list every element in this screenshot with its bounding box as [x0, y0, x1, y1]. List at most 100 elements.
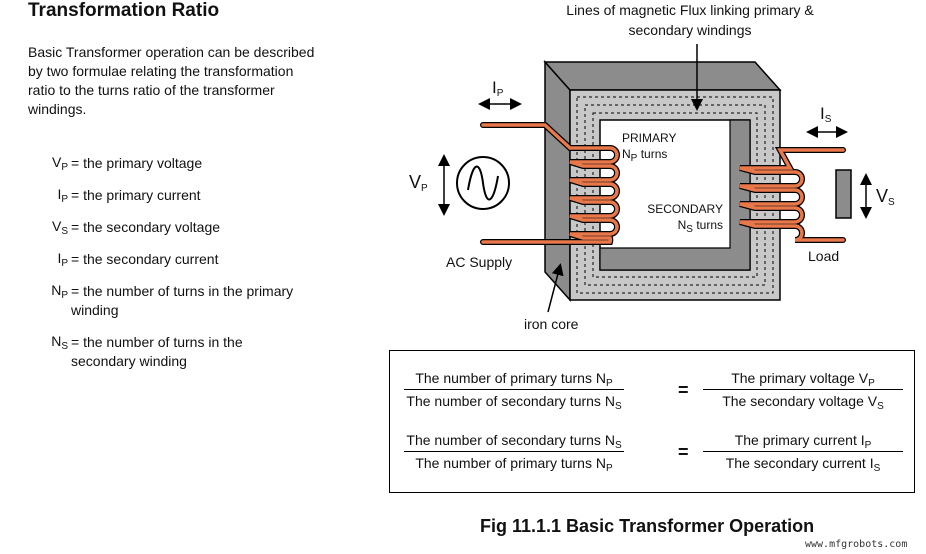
page-title: Transformation Ratio — [28, 0, 220, 21]
formula-box: The number of primary turns NP The numbe… — [389, 350, 915, 493]
definition-subscript: P — [61, 258, 68, 269]
core-window-shadow — [599, 119, 751, 271]
formula-1-right-fraction: The primary voltage VP The secondary vol… — [703, 370, 903, 412]
definition-subscript: P — [61, 162, 68, 173]
definitions-list: VP = the primary voltage IP = the primar… — [28, 154, 296, 384]
vs-label: VS — [876, 186, 895, 208]
definition-item: NS = the number of turns in the secondar… — [28, 333, 296, 371]
definition-symbol: I — [57, 186, 62, 202]
primary-turns-text: turns — [640, 147, 668, 161]
iron-core-pointer-icon — [547, 263, 564, 313]
core-top-face — [543, 61, 782, 91]
fraction-denominator: The number of secondary turns NS — [404, 390, 624, 412]
figure-caption: Fig 11.1.1 Basic Transformer Operation — [480, 516, 815, 536]
iron-core-label: iron core — [524, 316, 579, 332]
denominator-subscript: P — [605, 463, 613, 474]
sine-wave-icon — [467, 165, 499, 201]
secondary-turns-subscript: S — [686, 224, 693, 235]
primary-label-block: PRIMARY NP turns — [622, 130, 677, 164]
definition-symbol: N — [51, 333, 62, 349]
definition-text: = the number of turns in the secondary w… — [71, 334, 243, 369]
vp-label: VP — [409, 172, 428, 194]
numerator-text: The number of secondary turns N — [406, 432, 615, 448]
is-label: IS — [820, 104, 832, 125]
equals-sign: = — [678, 442, 689, 462]
definition-subscript: S — [61, 341, 68, 352]
ac-supply — [456, 156, 510, 210]
primary-label: PRIMARY — [622, 131, 677, 145]
denominator-subscript: S — [877, 401, 884, 412]
watermark: www.mfgrobots.com — [805, 539, 908, 550]
definition-symbol: N — [51, 282, 62, 298]
denominator-text: The secondary voltage V — [722, 393, 878, 409]
load-resistor — [835, 169, 852, 219]
ip-label: IP — [492, 78, 504, 99]
definition-text: = the primary voltage — [71, 155, 203, 171]
secondary-coil — [739, 148, 845, 242]
numerator-subscript: P — [868, 378, 875, 389]
ip-subscript: P — [496, 88, 504, 99]
vs-subscript: S — [888, 197, 895, 208]
fraction-numerator: The number of primary turns NP — [404, 370, 624, 390]
definition-item: IP = the primary current — [28, 186, 296, 205]
numerator-text: The number of primary turns N — [415, 370, 606, 386]
denominator-subscript: S — [614, 401, 622, 412]
definition-subscript: S — [61, 226, 68, 237]
vp-symbol: V — [409, 172, 422, 192]
equals-sign: = — [678, 380, 689, 400]
secondary-turns-label: NS turns — [634, 217, 723, 235]
iron-core — [543, 60, 782, 302]
formula-2-left-fraction: The number of secondary turns NS The num… — [404, 432, 624, 474]
fraction-numerator: The primary voltage VP — [703, 370, 903, 390]
definition-text: = the secondary voltage — [71, 219, 221, 235]
secondary-turns-text: turns — [696, 218, 723, 232]
core-side-face — [544, 60, 571, 302]
numerator-text: The primary current I — [734, 432, 865, 448]
numerator-subscript: P — [605, 378, 613, 389]
fraction-denominator: The secondary voltage VS — [703, 390, 903, 412]
is-symbol: I — [820, 104, 825, 123]
numerator-text: The primary voltage V — [731, 370, 869, 386]
definition-symbol: I — [57, 250, 62, 266]
definition-text: = the number of turns in the primary win… — [71, 283, 294, 318]
definition-subscript: P — [61, 194, 68, 205]
secondary-label: SECONDARY — [647, 202, 723, 216]
primary-winding-color — [481, 123, 619, 244]
primary-coil — [481, 123, 619, 244]
definition-text: = the secondary current — [71, 251, 219, 267]
fraction-denominator: The secondary current IS — [703, 452, 903, 474]
fraction-numerator: The primary current IP — [703, 432, 903, 452]
flux-label: Lines of magnetic Flux linking primary &… — [566, 2, 814, 38]
vs-symbol: V — [876, 186, 889, 206]
formula-1-left-fraction: The number of primary turns NP The numbe… — [404, 370, 624, 412]
is-subscript: S — [824, 114, 832, 125]
definition-text: = the primary current — [71, 187, 201, 203]
definition-item: VS = the secondary voltage — [28, 218, 296, 237]
numerator-subscript: S — [614, 440, 622, 451]
primary-turns-symbol: N — [622, 147, 631, 161]
fraction-denominator: The number of primary turns NP — [404, 452, 624, 474]
definition-item: IP = the secondary current — [28, 250, 296, 269]
load-label: Load — [808, 248, 840, 264]
intro-paragraph: Basic Transformer operation can be descr… — [28, 44, 315, 117]
denominator-subscript: S — [873, 463, 881, 474]
definition-item: VP = the primary voltage — [28, 154, 296, 173]
ip-symbol: I — [492, 78, 497, 97]
denominator-text: The number of primary turns N — [415, 455, 606, 471]
numerator-subscript: P — [864, 440, 872, 451]
formula-2-right-fraction: The primary current IP The secondary cur… — [703, 432, 903, 474]
secondary-label-block: SECONDARY NS turns — [634, 201, 723, 235]
definition-symbol: V — [51, 218, 62, 234]
definition-item: NP = the number of turns in the primary … — [28, 282, 296, 320]
ac-supply-label: AC Supply — [446, 254, 513, 270]
vp-subscript: P — [421, 183, 428, 194]
flux-line — [592, 112, 758, 278]
primary-turns-label: NP turns — [622, 146, 676, 164]
primary-turns-subscript: P — [630, 153, 638, 164]
secondary-winding-color — [739, 148, 845, 242]
denominator-text: The secondary current I — [725, 455, 874, 471]
definition-subscript: P — [61, 290, 68, 301]
secondary-turns-symbol: N — [677, 218, 687, 232]
denominator-text: The number of secondary turns N — [406, 393, 615, 409]
